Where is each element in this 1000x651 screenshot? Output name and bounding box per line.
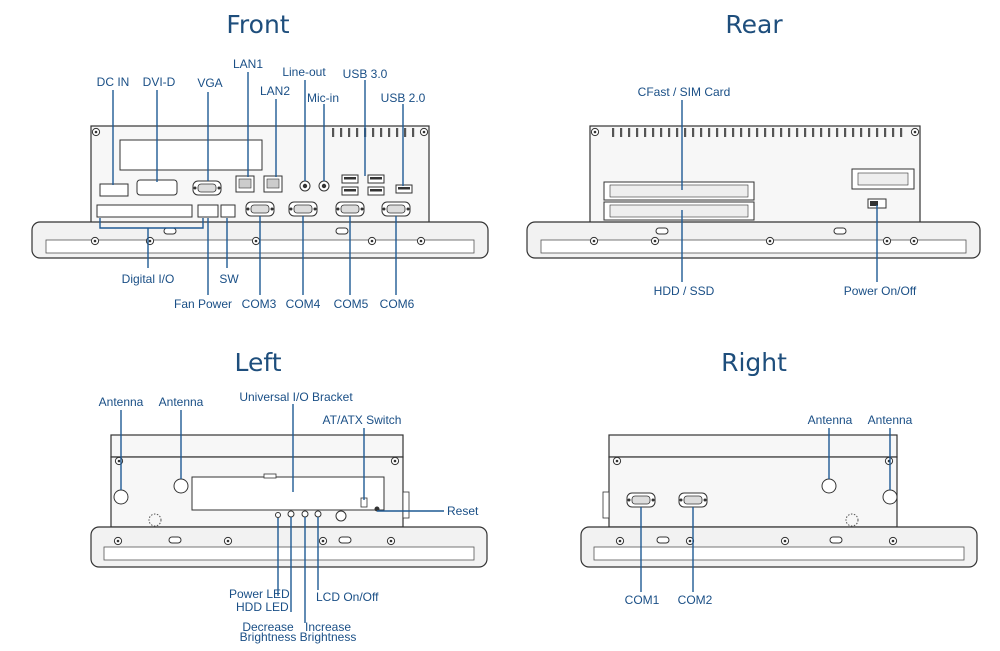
label-fan-power: Fan Power [173, 297, 233, 311]
label-line-out: Line-out [282, 65, 326, 79]
right-view-device [580, 434, 978, 568]
label-antenna: Antenna [867, 413, 913, 427]
label-at-atx-switch: AT/ATX Switch [322, 413, 402, 427]
label-cfast-sim: CFast / SIM Card [637, 85, 731, 99]
label-lan1: LAN1 [232, 57, 264, 71]
label-usb-3: USB 3.0 [342, 67, 388, 81]
label-vga: VGA [197, 76, 223, 90]
label-hdd-ssd: HDD / SSD [653, 284, 715, 298]
leader-lines [99, 72, 891, 623]
label-antenna: Antenna [807, 413, 853, 427]
label-antenna: Antenna [98, 395, 144, 409]
label-com4: COM4 [285, 297, 321, 311]
label-com1: COM1 [624, 593, 660, 607]
label-lan2: LAN2 [259, 84, 291, 98]
label-antenna: Antenna [158, 395, 204, 409]
label-hdd-led: HDD LED [236, 600, 289, 614]
label-reset: Reset [447, 504, 479, 518]
label-power-led: Power LED [229, 587, 290, 601]
label-power-onoff: Power On/Off [843, 284, 917, 298]
label-increase-brightness: Increase [304, 620, 352, 634]
label-io-bracket: Universal I/O Bracket [239, 390, 353, 404]
label-usb-2: USB 2.0 [380, 91, 426, 105]
label-lcd-onoff: LCD On/Off [316, 590, 379, 604]
label-decrease-brightness: Brightness [239, 630, 297, 644]
label-dvi-d: DVI-D [142, 75, 176, 89]
rear-view-device [526, 125, 981, 259]
label-dc-in: DC IN [96, 75, 130, 89]
label-mic-in: Mic-in [307, 91, 339, 105]
right-view-title: Right [721, 348, 787, 377]
label-com6: COM6 [379, 297, 415, 311]
front-view-title: Front [226, 10, 290, 39]
left-view-device [90, 434, 488, 568]
label-decrease-brightness: Decrease [242, 620, 294, 634]
label-digital-io: Digital I/O [121, 272, 175, 286]
label-com5: COM5 [333, 297, 369, 311]
rear-view-title: Rear [725, 10, 783, 39]
label-com3: COM3 [241, 297, 277, 311]
label-com2: COM2 [677, 593, 713, 607]
label-increase-brightness: Brightness [299, 630, 357, 644]
left-view-title: Left [234, 348, 282, 377]
label-sw: SW [219, 272, 239, 286]
